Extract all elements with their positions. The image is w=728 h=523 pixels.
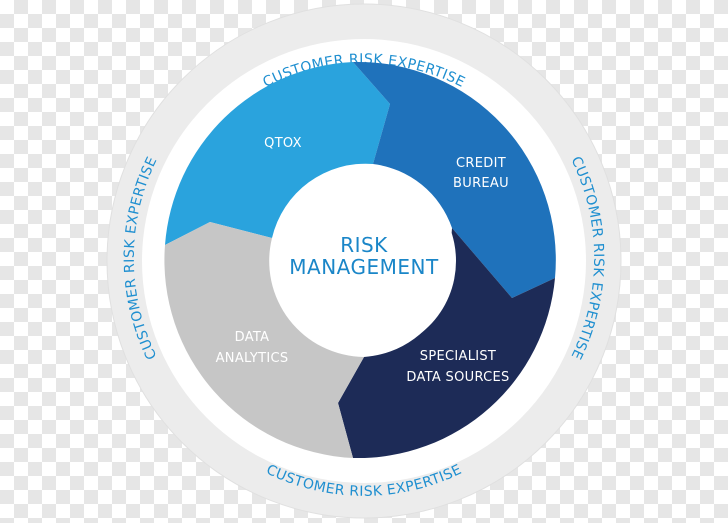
segment-label-credit-line2: BUREAU bbox=[453, 176, 509, 191]
segment-label-credit-line1: CREDIT bbox=[456, 156, 506, 171]
segment-label-specialist-line1: SPECIALIST bbox=[420, 349, 496, 364]
segment-specialist-data-sources bbox=[338, 228, 555, 459]
center-label-line1: RISK bbox=[340, 233, 388, 257]
center-disc bbox=[272, 169, 456, 353]
segment-credit-bureau bbox=[353, 61, 556, 298]
segment-data-analytics bbox=[164, 222, 364, 458]
segment-label-analytics-line1: DATA bbox=[235, 330, 270, 345]
segment-qtox bbox=[165, 62, 390, 245]
segment-label-specialist-line2: DATA SOURCES bbox=[406, 370, 509, 385]
segment-label-qtox: QTOX bbox=[264, 136, 302, 151]
center-label-line2: MANAGEMENT bbox=[289, 255, 439, 279]
segment-label-analytics-line2: ANALYTICS bbox=[216, 351, 289, 366]
